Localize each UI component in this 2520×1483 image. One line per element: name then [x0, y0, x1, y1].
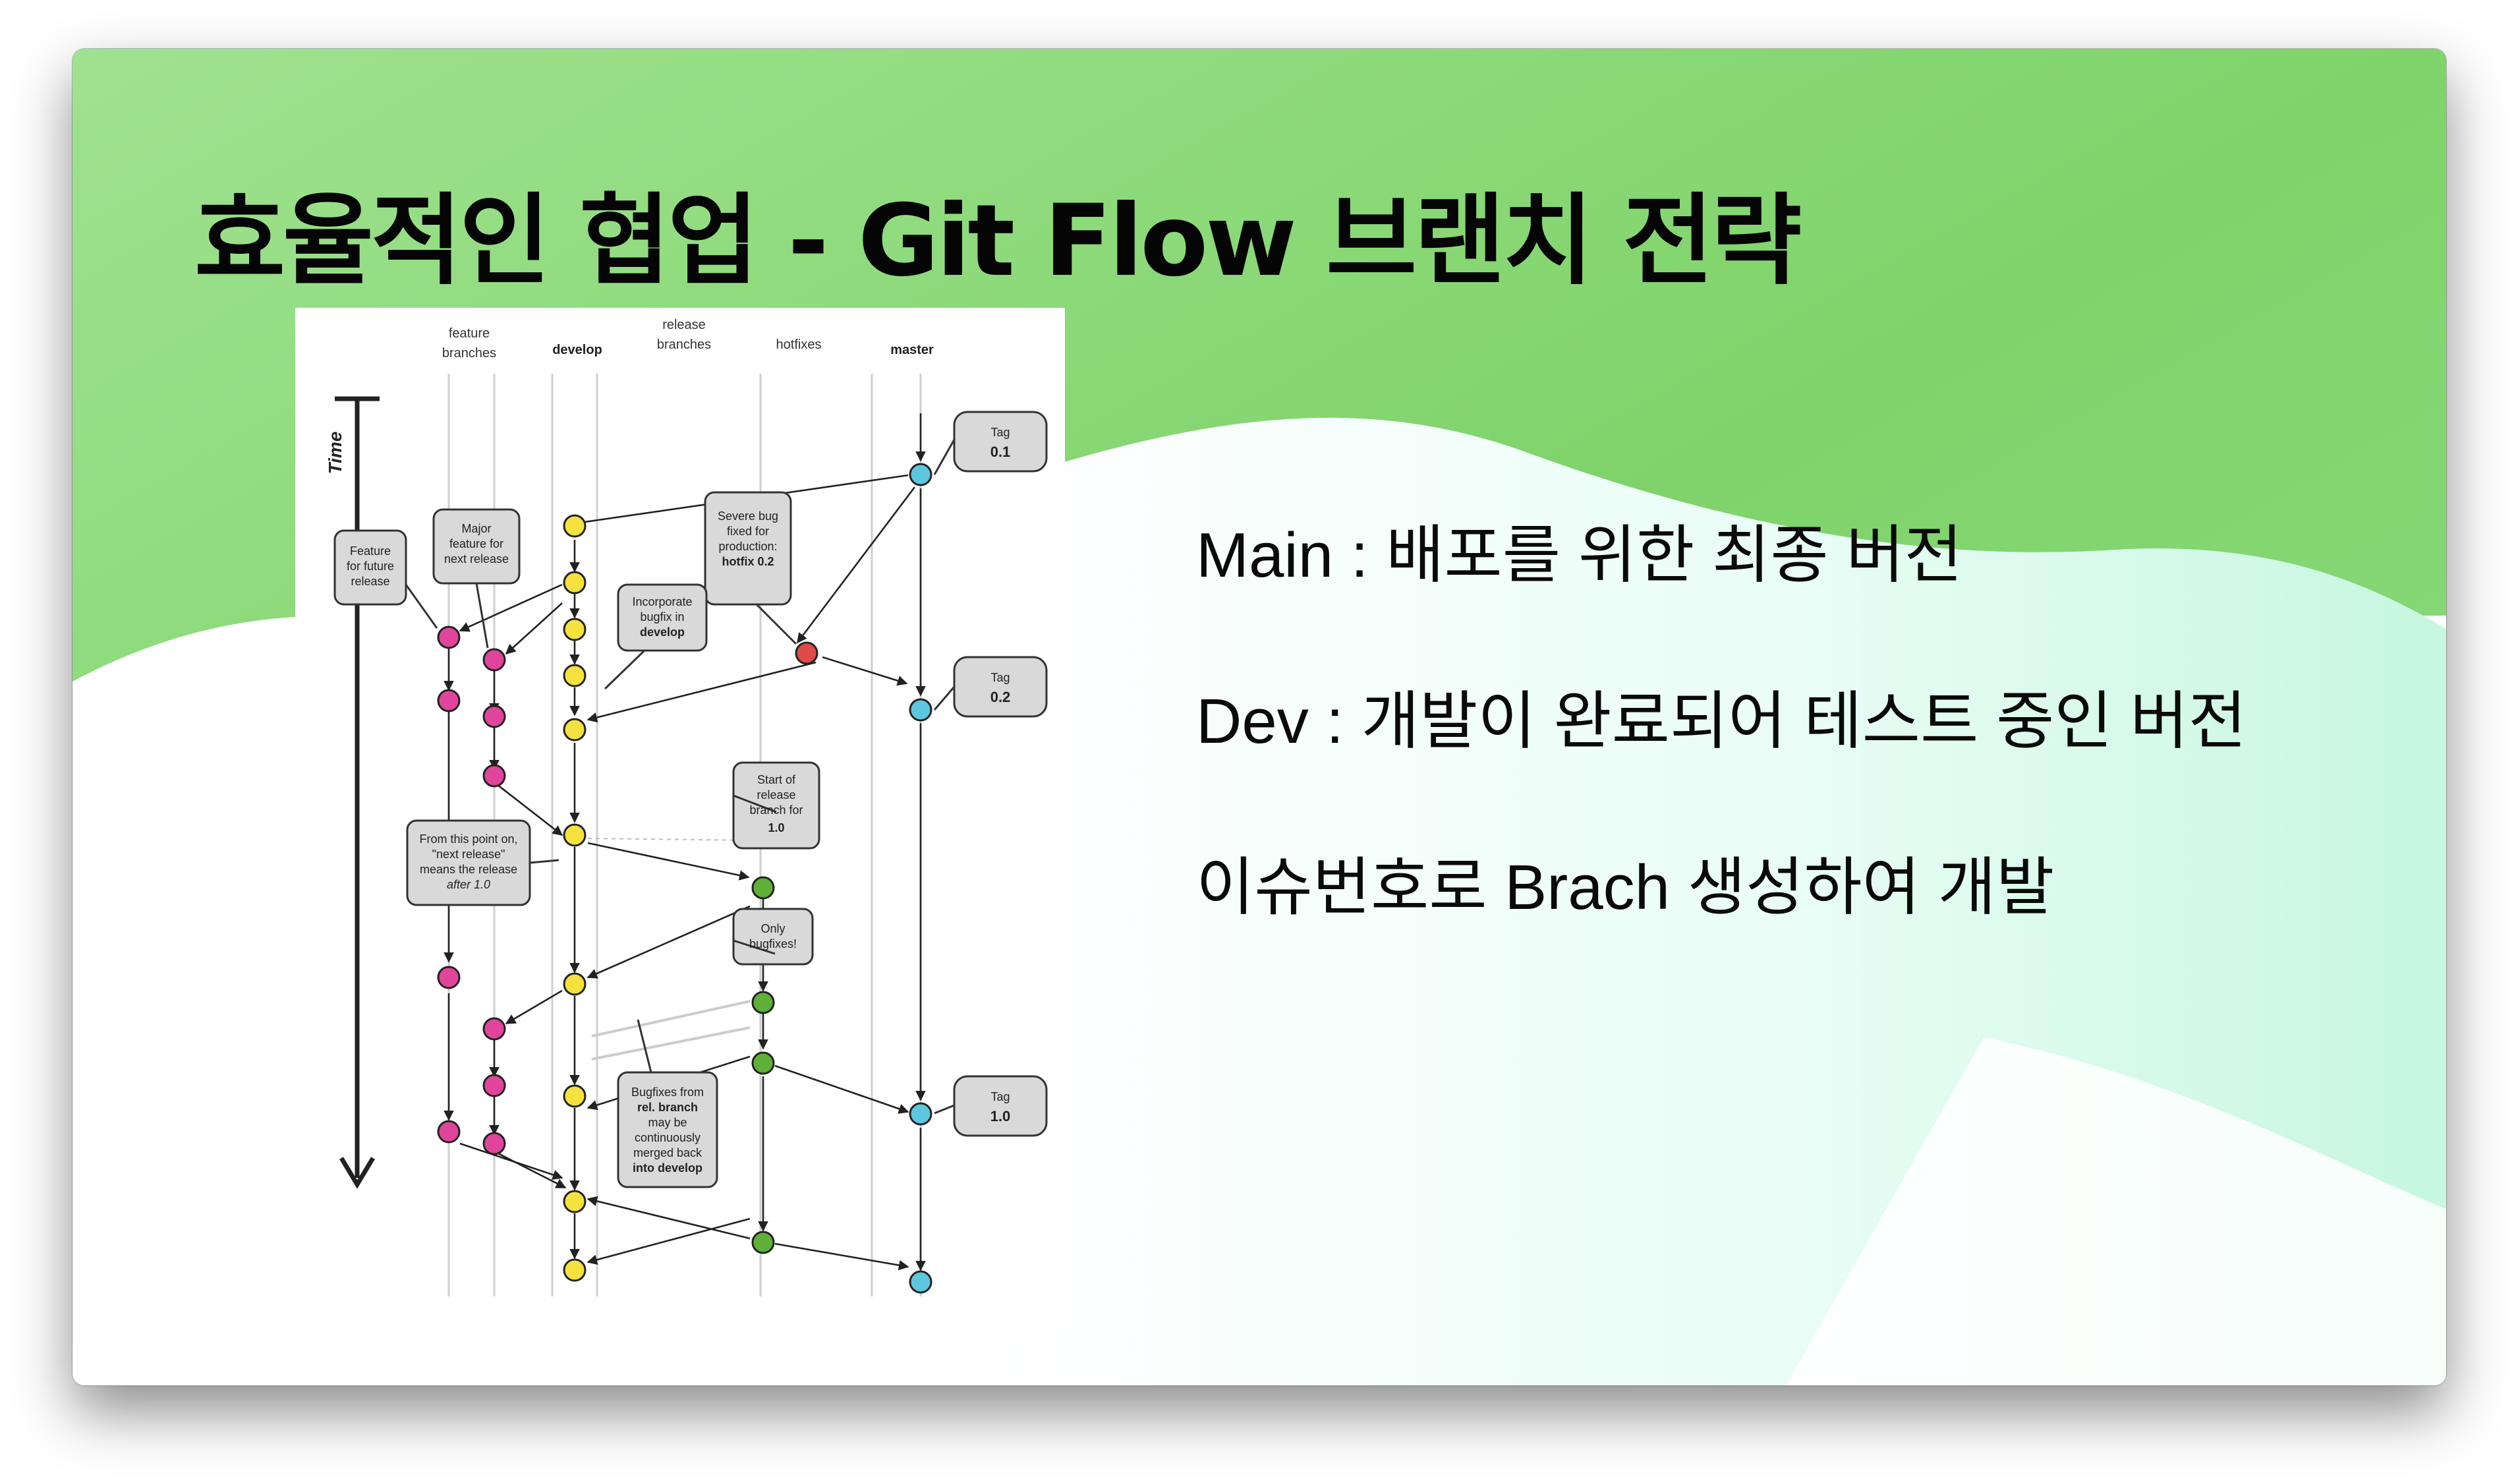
master-commit	[909, 1270, 932, 1294]
header-feature: feature	[449, 326, 490, 341]
note-from-this-point: From this point on,"next release"means t…	[419, 832, 517, 891]
develop-commit	[563, 571, 587, 595]
develop-commit	[563, 514, 587, 538]
feature-commit	[437, 625, 461, 649]
develop-commit	[563, 972, 587, 996]
feature-commit	[482, 1074, 506, 1097]
release-commit	[751, 1231, 775, 1254]
feature-commit	[437, 966, 461, 989]
develop-commit	[563, 823, 587, 847]
feature-commit	[482, 764, 506, 788]
release-commit	[751, 876, 775, 900]
bullet-main: Main : 배포를 위한 최종 버전	[1196, 520, 1962, 591]
develop-commit	[563, 718, 587, 742]
feature-commit	[482, 1017, 506, 1041]
header-develop: develop	[552, 343, 602, 357]
release-commit	[751, 991, 775, 1014]
time-label: Time	[325, 432, 345, 475]
master-commit	[909, 1102, 932, 1126]
master-commit	[909, 463, 932, 486]
feature-commit	[437, 1120, 461, 1144]
develop-commit	[563, 1190, 587, 1213]
bullet-issue-branch: 이슈번호로 Brach 생성하여 개발	[1196, 852, 2055, 923]
develop-commit	[563, 664, 587, 687]
master-commit	[909, 698, 932, 722]
header-release-2: branches	[657, 337, 711, 352]
hotfix-commit	[795, 641, 818, 665]
feature-commit	[482, 1132, 506, 1155]
git-flow-diagram: feature branches develop release branche…	[295, 308, 1065, 1336]
develop-commit	[563, 618, 587, 641]
develop-commit	[563, 1258, 587, 1282]
develop-commit	[563, 1084, 587, 1108]
slide-window: 효율적인 협업 - Git Flow 브랜치 전략 feature branch…	[72, 49, 2446, 1385]
feature-commit	[482, 705, 506, 728]
bullet-dev: Dev : 개발이 완료되어 테스트 중인 버전	[1196, 686, 2247, 757]
feature-commit	[482, 648, 506, 672]
header-feature-2: branches	[442, 346, 496, 361]
feature-commit	[437, 689, 461, 712]
slide-title: 효율적인 협업 - Git Flow 브랜치 전략	[194, 184, 1802, 299]
header-master: master	[890, 343, 934, 357]
release-commit	[751, 1051, 775, 1075]
header-release: release	[662, 318, 706, 332]
header-hotfixes: hotfixes	[776, 337, 822, 352]
